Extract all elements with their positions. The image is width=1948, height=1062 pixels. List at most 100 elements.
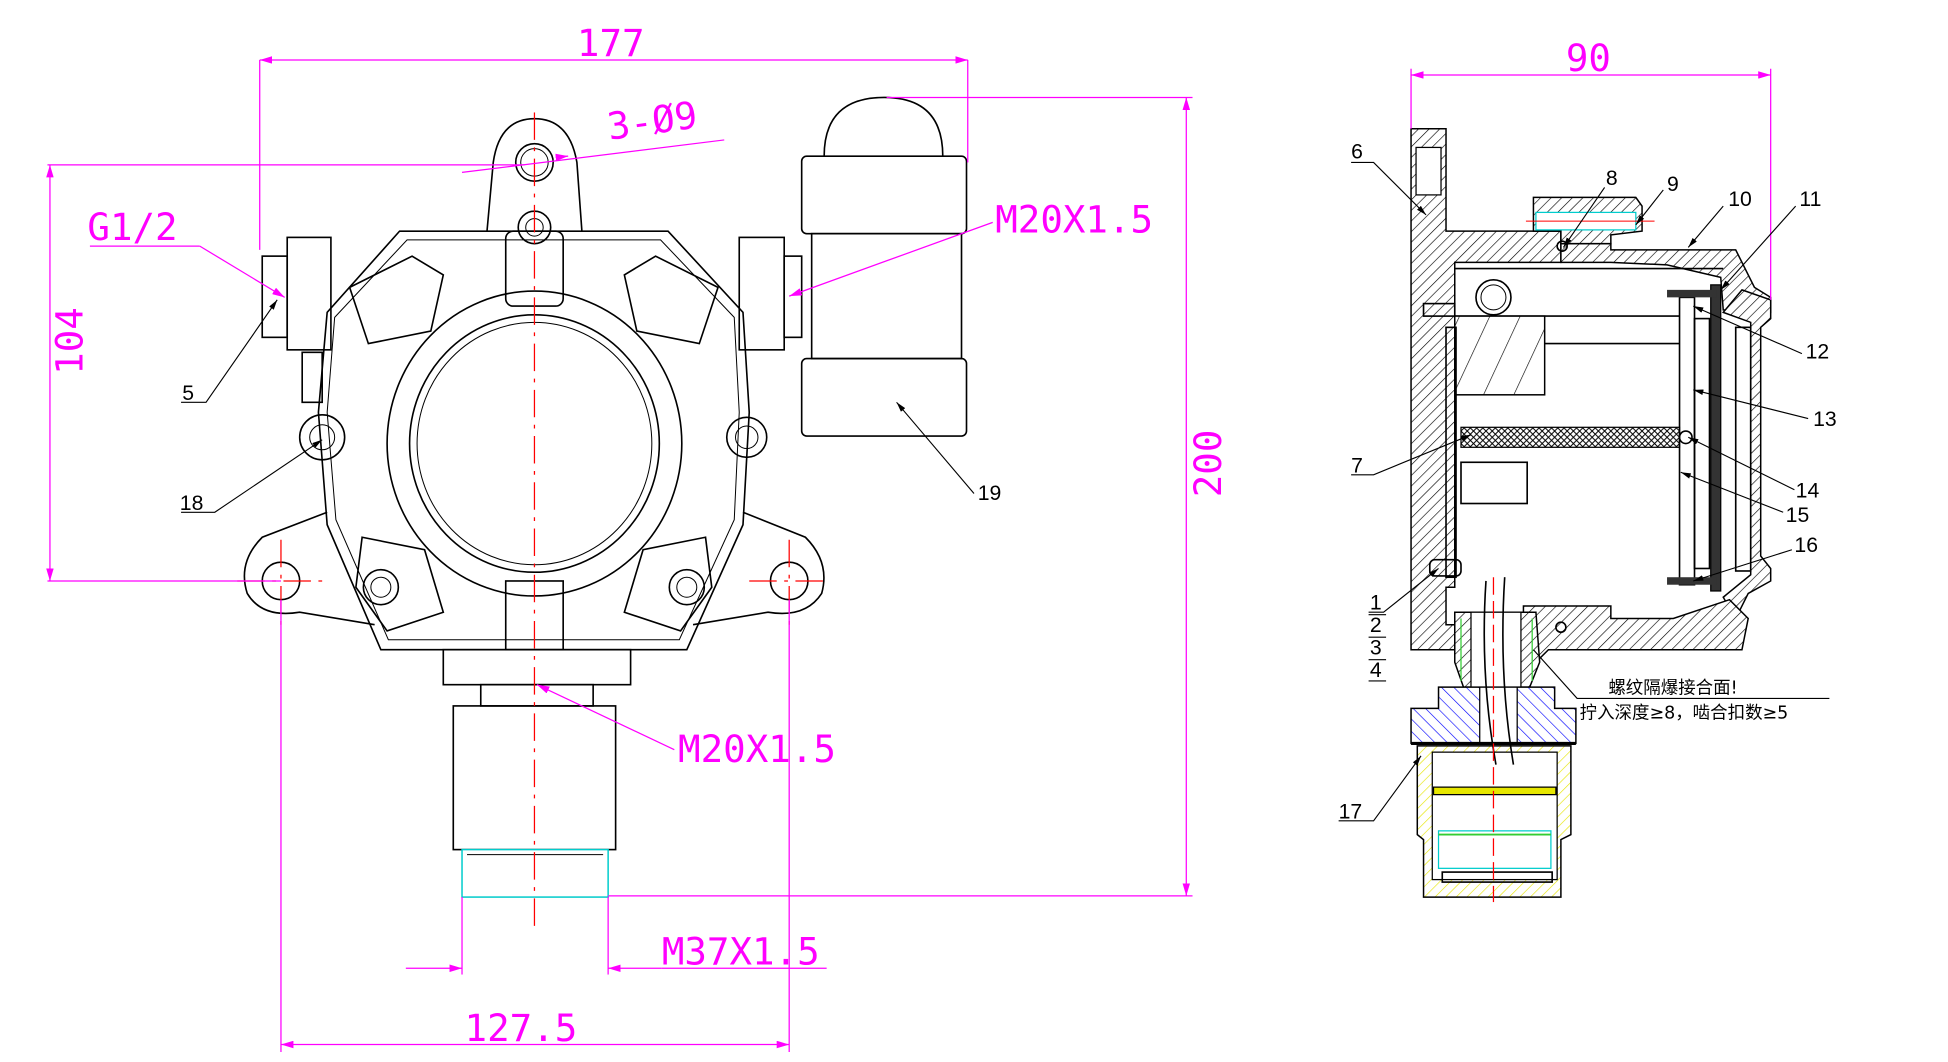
gas-inlet-port [261,255,289,339]
part-label-12: 12 [1806,341,1830,364]
part-label-4: 4 [1370,659,1382,682]
right-boss [725,416,768,459]
part-label-11: 11 [1799,188,1821,211]
dim-hole-vertical-spacing: 104 [47,307,91,375]
sensor-thread [461,848,609,898]
facet-top-left [348,255,445,345]
alarm-dome [823,96,944,157]
leader-part-14 [1688,436,1795,491]
spigot-bore [1470,611,1522,688]
bottom-left-boss-inner [370,576,392,598]
part-label-2: 2 [1370,614,1382,637]
left-boss-inner [309,424,336,451]
dim-bottom-thread: M20X1.5 [678,727,836,771]
part-label-9: 9 [1667,173,1679,196]
sensor-cap-bottom [1441,871,1553,883]
side-port-right [783,255,803,339]
window-clip-top [1667,289,1717,298]
right-mounting-ear [692,511,825,626]
part-label-17: 17 [1339,800,1363,823]
internal-screw [1475,279,1512,316]
leader-part-16 [1693,549,1793,582]
leader-part-1 [1368,568,1439,613]
dim-side-thread: M20X1.5 [995,197,1153,241]
left-boss [298,413,346,461]
part-label-3: 3 [1370,637,1382,660]
leader-part-9 [1635,189,1664,226]
front-view: 177 3-Ø9 G1/2 M20X1.5 104 200 M20X1.5 M3… [46,21,1230,1053]
bottom-right-boss [668,568,706,606]
leader-side-thread [788,221,993,297]
part-label-7: 7 [1351,454,1363,477]
sensor-element [1432,786,1557,796]
note-thread-depth: 拧入深度≥8，啮合扣数≥5 [1580,703,1789,723]
housing-body-inner [326,239,740,641]
note-leader [1533,649,1830,699]
flange-bore [1479,686,1518,745]
wire-1 [1483,580,1497,765]
leader-part-15 [1680,471,1784,513]
dim-sensor-thread: M37X1.5 [662,930,820,974]
dim-width-total: 177 [577,21,645,65]
window-plate [1710,284,1722,592]
leader-bottom-thread [536,684,675,751]
spacer-pin [1422,302,1456,317]
leader-part-5 [181,299,278,403]
sensor-neck [442,648,632,686]
part-label-8: 8 [1606,167,1618,190]
dim-holes: 3-Ø9 [605,93,700,149]
side-clip [301,351,323,404]
leader-holes-arrow [555,153,569,162]
part-label-6: 6 [1351,141,1363,164]
connector-block [1460,461,1528,505]
facet-bottom-right [623,536,713,632]
right-boss-inner [734,425,759,450]
leader-part-11 [1720,205,1797,291]
leader-part-17 [1338,755,1422,822]
leader-part-6 [1351,161,1427,216]
bottom-left-boss [362,568,400,606]
leader-part-8 [1562,187,1606,248]
part-label-18: 18 [180,492,204,515]
part-label-19: 19 [978,482,1002,505]
leader-part-7 [1351,434,1472,476]
internal-screw-inner [1480,284,1507,311]
part-label-14: 14 [1796,479,1820,502]
leader-part-19 [896,401,975,494]
housing-body [317,230,751,651]
wire-2 [1502,577,1515,765]
alarm-collar [800,155,968,235]
window-clip-bottom [1667,577,1717,585]
left-mounting-ear [243,511,375,626]
leader-part-18 [181,439,323,513]
dim-hole-horizontal-spacing: 127.5 [465,1006,578,1050]
part-label-13: 13 [1813,408,1837,431]
alarm-base [800,357,968,437]
facet-bottom-left [355,536,445,632]
part-label-10: 10 [1728,188,1752,211]
gas-inlet-boss [286,236,332,351]
leader-part-13 [1693,389,1809,420]
dim-depth: 90 [1566,36,1611,80]
bottom-right-boss-inner [676,576,698,598]
facet-top-right [623,255,720,345]
pcb-board [1445,326,1457,579]
sensor-mesh [1437,830,1552,869]
dim-height-total: 200 [1186,430,1230,498]
alarm-body [810,232,963,360]
standoff-end [1678,430,1693,445]
side-boss-right [738,236,786,351]
dim-gas-inlet: G1/2 [87,205,177,249]
section-view: 90 6 8 9 10 11 12 13 14 15 16 7 1 2 3 4 … [1338,36,1837,903]
note-thread-joint: 螺纹隔爆接合面! [1608,678,1737,698]
circuit-block [1454,315,1546,396]
standoff-knurled [1460,426,1681,448]
leader-g12-arrow [199,245,286,298]
screw-1 [1428,558,1462,577]
leader-part-12 [1693,305,1803,355]
side-liner [1734,326,1752,572]
o-ring-bottom [1555,621,1567,634]
part-label-16: 16 [1794,534,1818,557]
part-label-1: 1 [1370,592,1382,615]
plate-slot [1415,146,1442,196]
